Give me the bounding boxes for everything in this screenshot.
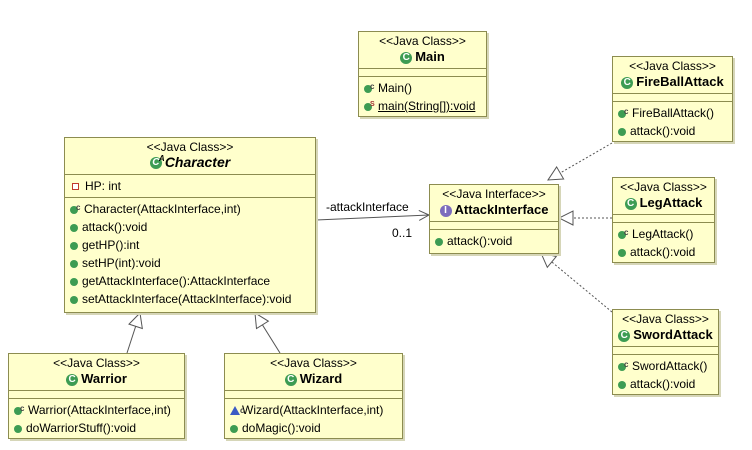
constructor-icon: [618, 104, 628, 121]
class-icon: C: [400, 51, 413, 64]
association-role-label: -attackInterface: [326, 200, 409, 214]
stereotype-label: <<Java Class>>: [379, 34, 466, 48]
public-method-icon: [70, 259, 78, 268]
public-method-icon: [70, 241, 78, 250]
method-row[interactable]: setAttackInterface(AttackInterface):void: [70, 290, 312, 308]
class-name: LegAttack: [639, 195, 703, 210]
public-method-icon: [618, 127, 626, 136]
generalization-wizard: [255, 313, 281, 354]
interface-icon: I: [439, 204, 452, 217]
method-row[interactable]: Wizard(AttackInterface,int): [230, 401, 399, 419]
static-method-icon: [364, 97, 375, 114]
public-method-icon: [70, 295, 78, 304]
method-row[interactable]: Main(): [364, 79, 483, 97]
public-method-icon: [618, 248, 626, 257]
field-row[interactable]: HP: int: [70, 177, 312, 195]
realization-fireball: [548, 142, 613, 180]
class-icon: C: [624, 197, 637, 210]
realization-sword: [541, 253, 613, 313]
class-icon: C: [284, 373, 297, 386]
constructor-icon: [14, 401, 24, 418]
generalization-warrior: [126, 313, 140, 354]
public-method-icon: [14, 424, 22, 433]
public-method-icon: [435, 237, 443, 246]
constructor-icon: [618, 225, 628, 242]
method-row[interactable]: FireBallAttack(): [618, 104, 729, 122]
class-name: SwordAttack: [633, 327, 713, 342]
association-multiplicity-label: 0..1: [392, 226, 413, 240]
method-row[interactable]: getAttackInterface():AttackInterface: [70, 272, 312, 290]
constructor-icon: [70, 200, 80, 217]
stereotype-label: <<Java Interface>>: [442, 187, 546, 201]
public-method-icon: [618, 380, 626, 389]
class-icon: C: [618, 329, 631, 342]
stereotype-label: <<Java Class>>: [270, 356, 357, 370]
class-name: AttackInterface: [454, 202, 549, 217]
method-row[interactable]: setHP(int):void: [70, 254, 312, 272]
method-row[interactable]: getHP():int: [70, 236, 312, 254]
method-row[interactable]: attack():void: [618, 243, 711, 261]
protected-constructor-icon: [230, 402, 244, 419]
class-name: Main: [415, 49, 445, 64]
private-field-icon: [72, 183, 79, 191]
method-row[interactable]: attack():void: [618, 375, 715, 393]
class-icon: C: [66, 373, 79, 386]
stereotype-label: <<Java Class>>: [53, 356, 140, 370]
stereotype-label: <<Java Class>>: [620, 180, 707, 194]
method-row[interactable]: attack():void: [618, 122, 729, 140]
method-row[interactable]: doWarriorStuff():void: [14, 419, 181, 437]
class-name: Warrior: [81, 371, 127, 386]
public-method-icon: [230, 424, 238, 433]
stereotype-label: <<Java Class>>: [622, 312, 709, 326]
constructor-icon: [618, 357, 628, 374]
public-method-icon: [70, 223, 78, 232]
method-row[interactable]: attack():void: [70, 218, 312, 236]
constructor-icon: [364, 79, 374, 96]
class-name: Wizard: [299, 371, 343, 386]
stereotype-label: <<Java Class>>: [146, 140, 234, 154]
class-name: FireBallAttack: [636, 74, 724, 89]
method-row[interactable]: SwordAttack(): [618, 357, 715, 375]
public-method-icon: [70, 277, 78, 286]
method-row[interactable]: doMagic():void: [230, 419, 399, 437]
method-row[interactable]: main(String[]):void: [364, 97, 483, 115]
method-row[interactable]: LegAttack(): [618, 225, 711, 243]
method-row[interactable]: Character(AttackInterface,int): [70, 200, 312, 218]
class-icon: C: [621, 76, 634, 89]
association-line: [315, 215, 429, 220]
class-name: Character: [164, 154, 231, 170]
stereotype-label: <<Java Class>>: [629, 59, 716, 73]
method-row[interactable]: Warrior(AttackInterface,int): [14, 401, 181, 419]
method-row[interactable]: attack():void: [435, 232, 555, 250]
